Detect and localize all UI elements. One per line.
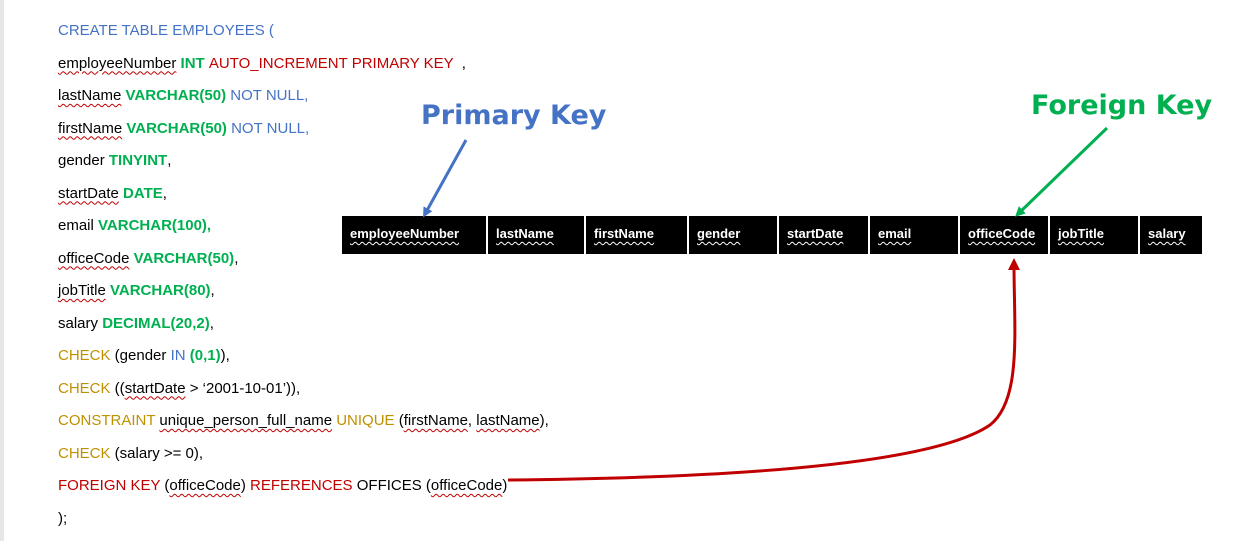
code-token: IN <box>170 347 186 364</box>
code-line: gender TINYINT, <box>58 148 549 181</box>
code-token: NOT NULL, <box>226 87 309 104</box>
page-edge <box>0 0 4 541</box>
code-token: employeeNumber <box>58 54 177 72</box>
code-token: VARCHAR(80) <box>105 282 211 299</box>
code-line: CHECK (salary >= 0), <box>58 441 549 474</box>
foreign-key-label: Foreign Key <box>1031 90 1213 121</box>
code-line: FOREIGN KEY (officeCode) REFERENCES OFFI… <box>58 473 549 506</box>
code-token: firstName <box>403 412 468 429</box>
code-token: OFFICES ( <box>352 477 431 494</box>
code-token: officeCode <box>169 477 241 494</box>
code-token: REFERENCES <box>250 477 353 494</box>
column-salary: salary <box>1148 226 1186 241</box>
code-token: firstName <box>58 119 123 137</box>
sql-code-block: CREATE TABLE EMPLOYEES ( employeeNumber I… <box>58 18 549 538</box>
code-token: DATE <box>118 184 163 202</box>
code-token: ( <box>160 477 170 494</box>
code-token: CONSTRAINT <box>58 412 156 429</box>
code-token: , <box>167 152 172 169</box>
code-token: lastName <box>476 412 540 429</box>
primary-key-label: Primary Key <box>421 100 607 131</box>
column-officeCode: officeCode <box>960 216 1050 254</box>
code-line: employeeNumber INT AUTO_INCREMENT PRIMAR… <box>58 51 549 84</box>
code-token: ), <box>539 412 549 429</box>
code-line: startDate DATE, <box>58 181 549 214</box>
code-token: , <box>210 282 215 299</box>
code-token: ), <box>220 347 230 364</box>
code-token: VARCHAR(50) <box>122 119 227 137</box>
code-token: , <box>467 412 477 429</box>
code-token: ) <box>502 477 508 494</box>
code-token: FOREIGN KEY <box>58 477 161 494</box>
code-token: , <box>234 249 239 267</box>
code-line: jobTitle VARCHAR(80), <box>58 278 549 311</box>
column-lastName: lastName <box>488 216 586 254</box>
code-token: , <box>162 184 167 202</box>
code-token: officeCode <box>58 249 130 267</box>
code-token: > ‘2001-10-01’)), <box>185 379 301 397</box>
references-arrow <box>507 258 1021 482</box>
column-firstName: firstName <box>586 216 689 254</box>
code-token: (gender <box>110 347 171 364</box>
code-token: CHECK <box>58 444 111 462</box>
code-token: ); <box>58 509 68 527</box>
code-token: NOT NULL, <box>226 119 310 137</box>
column-gender: gender <box>689 216 779 254</box>
code-token: jobTitle <box>58 282 106 299</box>
foreign-key-arrow <box>1015 126 1109 217</box>
code-line: salary DECIMAL(20,2), <box>58 311 549 344</box>
code-token: (salary >= 0), <box>110 444 204 462</box>
primary-key-arrow <box>423 139 468 218</box>
code-token: VARCHAR(100), <box>98 217 212 234</box>
code-token: CREATE TABLE EMPLOYEES ( <box>58 22 274 39</box>
code-token: ( <box>394 412 404 429</box>
code-token: salary <box>58 314 103 332</box>
code-line: email VARCHAR(100), <box>58 213 549 246</box>
code-token: INT <box>176 54 209 72</box>
code-token: CHECK <box>58 379 111 397</box>
code-token: CHECK <box>58 347 111 364</box>
column-email: email <box>870 216 960 254</box>
code-line: CHECK (gender IN (0,1)), <box>58 343 549 376</box>
code-line: lastName VARCHAR(50) NOT NULL, <box>58 83 549 116</box>
code-line: CONSTRAINT unique_person_full_name UNIQU… <box>58 408 549 441</box>
code-token: TINYINT <box>108 152 168 169</box>
code-token: unique_person_full_name <box>159 412 333 429</box>
code-token: email <box>58 217 99 234</box>
code-token: startDate <box>58 184 119 202</box>
code-token: (0,1) <box>189 347 221 364</box>
code-token: , <box>209 314 214 332</box>
code-line: officeCode VARCHAR(50), <box>58 246 549 279</box>
code-token: gender <box>58 152 109 169</box>
code-token: AUTO_INCREMENT PRIMARY KEY <box>208 54 454 72</box>
code-line: CREATE TABLE EMPLOYEES ( <box>58 18 549 51</box>
column-employeeNumber: employeeNumber <box>342 216 488 254</box>
code-token: VARCHAR(50) <box>129 249 235 267</box>
code-token: (( <box>110 379 125 397</box>
code-token: , <box>453 54 466 72</box>
code-line: CHECK ((startDate > ‘2001-10-01’)), <box>58 376 549 409</box>
code-line: ); <box>58 506 549 539</box>
code-token: startDate <box>124 379 186 397</box>
code-token: UNIQUE <box>332 412 395 429</box>
column-startDate: startDate <box>779 216 870 254</box>
code-token: lastName <box>58 87 122 104</box>
code-token: officeCode <box>430 477 503 494</box>
code-token: DECIMAL(20,2) <box>102 314 210 332</box>
column-jobTitle: jobTitle <box>1050 216 1140 254</box>
code-token: ) <box>240 477 251 494</box>
code-line: firstName VARCHAR(50) NOT NULL, <box>58 116 549 149</box>
code-token: VARCHAR(50) <box>121 87 227 104</box>
